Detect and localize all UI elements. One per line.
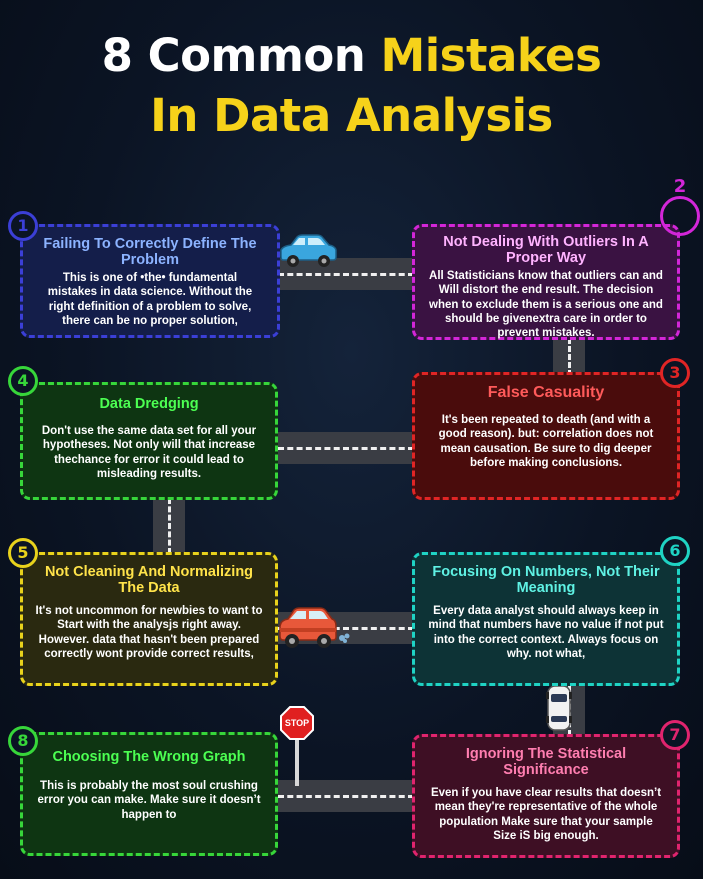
mistake-7-title: Ignoring The Statistical Significance <box>465 746 627 778</box>
mistake-7-badge: 7 <box>660 720 690 750</box>
mistake-2-number: 2 <box>673 176 687 197</box>
mistake-1-badge: 1 <box>8 211 38 241</box>
stop-sign-label: STOP <box>284 718 310 728</box>
mistake-2-badge: 2 <box>660 176 700 236</box>
mistake-card-8: Choosing The Wrong Graph This is probabl… <box>20 732 278 856</box>
mistake-8-title: Choosing The Wrong Graph <box>52 749 246 765</box>
mistake-2-title: Not Dealing With Outliers In A Proper Wa… <box>443 234 649 266</box>
mistake-card-4: Data Dredging Don't use the same data se… <box>20 382 278 500</box>
mistake-8-text: This is probably the most soul crushing … <box>37 780 261 821</box>
mistake-4-title: Data Dredging <box>99 396 199 412</box>
mistake-5-badge: 5 <box>8 538 38 568</box>
road-4-5 <box>153 498 185 554</box>
stop-sign: STOP <box>280 706 314 786</box>
road-3-4 <box>278 432 414 464</box>
mistake-1-title: Failing To Correctly Define The Problem <box>43 236 257 268</box>
mistake-4-text: Don't use the same data set for all your… <box>41 425 257 480</box>
mistake-1-text: This is one of •the• fundamental mistake… <box>47 272 253 327</box>
road-1-2 <box>278 258 414 290</box>
mistake-3-title: False Casuality <box>487 384 605 401</box>
mistake-7-text: Even if you have clear results that does… <box>430 787 662 842</box>
title-white: 8 Common <box>101 29 366 82</box>
mistake-card-6: Focusing On Numbers, Not Their Meaning E… <box>412 552 680 686</box>
road-2-3 <box>553 338 585 376</box>
title-line-1: 8 Common Mistakes <box>0 28 703 84</box>
mistake-2-text: All Statisticians know that outliers can… <box>429 270 663 340</box>
orange-car-icon <box>279 607 350 648</box>
mistake-5-text: It's not uncommon for newbies to want to… <box>35 605 263 660</box>
title-yellow: Mistakes <box>380 29 602 82</box>
mistake-card-5: Not Cleaning And Normalizing The Data It… <box>20 552 278 686</box>
stop-sign-icon <box>280 706 314 740</box>
mistake-4-badge: 4 <box>8 366 38 396</box>
mistake-8-badge: 8 <box>8 726 38 756</box>
mistake-6-title: Focusing On Numbers, Not Their Meaning <box>432 564 660 596</box>
mistake-6-text: Every data analyst should always keep in… <box>428 605 664 660</box>
title-line-2: In Data Analysis <box>150 89 553 142</box>
mistake-3-text: It's been repeated to death (and with a … <box>438 414 654 469</box>
mistake-card-3: False Casuality It's been repeated to de… <box>412 372 680 500</box>
mistake-card-7: Ignoring The Statistical Significance Ev… <box>412 734 680 858</box>
mistake-5-title: Not Cleaning And Normalizing The Data <box>44 564 254 596</box>
mistake-card-1: Failing To Correctly Define The Problem … <box>20 224 280 338</box>
mistake-3-badge: 3 <box>660 358 690 388</box>
road-7-8 <box>278 780 414 812</box>
mistake-6-badge: 6 <box>660 536 690 566</box>
mistake-card-2: Not Dealing With Outliers In A Proper Wa… <box>412 224 680 340</box>
white-car-icon <box>546 685 572 731</box>
blue-car-icon <box>280 234 337 267</box>
